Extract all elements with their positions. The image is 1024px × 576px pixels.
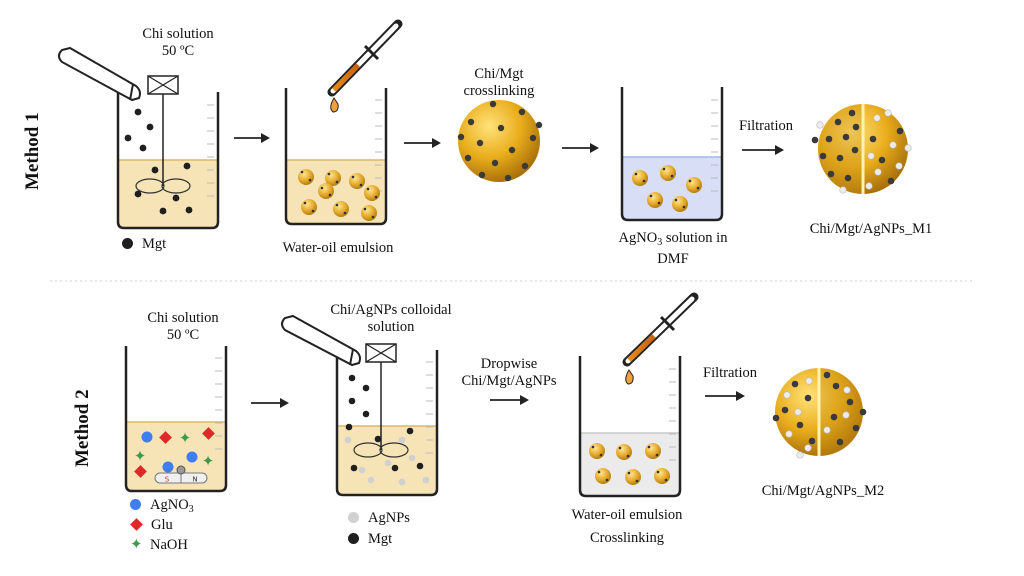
m2-arrow-2 <box>490 395 529 405</box>
method-1-title: Method 1 <box>22 112 43 190</box>
m1-chi-mgt-sphere <box>457 100 543 182</box>
legend-naoh: ✦NaOH <box>130 537 188 553</box>
m2-legend-particles: AgNPs Mgt <box>348 510 410 552</box>
m1-chi-solution-label: Chi solution 50 ºC <box>142 26 214 59</box>
m1-agno3-dmf-label: AgNO3 solution in DMF <box>618 230 728 267</box>
m1-emulsion-label: Water-oil emulsion <box>282 240 394 256</box>
m1-arrow-4 <box>742 145 784 155</box>
m1-pipette-icon <box>327 19 403 113</box>
m2-arrow-3 <box>705 391 745 401</box>
m1-beaker-chi-solution <box>116 92 220 230</box>
m1-emulsion-droplets <box>298 169 380 221</box>
m2-legend-reagents: AgNO3 Glu ✦NaOH <box>130 497 194 557</box>
m2-dropwise-label: Dropwise Chi/Mgt/AgNPs <box>461 356 557 389</box>
stir-bar-s-pole: S <box>165 476 170 484</box>
svg-text:✦: ✦ <box>134 447 147 465</box>
m1-magnetite-particles <box>124 108 193 215</box>
m1-arrow-1 <box>234 133 270 143</box>
m2-particles <box>344 374 430 486</box>
legend-glu: Glu <box>130 517 194 537</box>
m2-colloidal-label: Chi/AgNPs colloidal solution <box>330 302 452 335</box>
m2-pipette-icon <box>622 292 699 385</box>
m1-filtration-label: Filtration <box>739 118 793 134</box>
legend-agno3: AgNO3 <box>130 497 194 517</box>
m2-product-sphere <box>772 368 867 459</box>
legend-mgt: Mgt <box>348 531 410 552</box>
legend-agnps: AgNPs <box>348 510 410 531</box>
m2-product-label: Chi/Mgt/AgNPs_M2 <box>761 483 885 499</box>
m2-beaker-emulsion <box>578 356 682 498</box>
m1-product-sphere <box>811 104 912 194</box>
m1-crosslinking-label: Chi/Mgt crosslinking <box>463 66 535 99</box>
m1-test-tube-icon <box>58 46 141 102</box>
m2-reagents: ✦ ✦ ✦ <box>134 427 215 478</box>
m2-stirrer-motor <box>353 343 409 458</box>
m2-beaker-colloidal <box>335 350 439 497</box>
m2-arrow-1 <box>251 398 289 408</box>
stir-bar-n-pole: N <box>192 476 197 484</box>
m1-beaker-agno3-dmf <box>620 87 724 222</box>
m2-test-tube-icon <box>281 314 361 367</box>
m2-filtration-label: Filtration <box>703 365 757 381</box>
svg-text:✦: ✦ <box>179 429 192 447</box>
m1-arrow-2 <box>404 138 441 148</box>
m1-product-label: Chi/Mgt/AgNPs_M1 <box>809 221 933 237</box>
m1-arrow-3 <box>562 143 599 153</box>
magnetic-stir-bar-icon: S N <box>154 465 208 484</box>
svg-text:✦: ✦ <box>202 452 215 470</box>
method-2-title: Method 2 <box>72 389 93 467</box>
m1-legend-mgt: Mgt <box>122 236 166 253</box>
mgt-legend-dot <box>122 238 133 249</box>
m1-stirrer-motor <box>135 75 191 194</box>
m2-emulsion-crosslinking-label: Water-oil emulsion Crosslinking <box>571 507 683 546</box>
m2-chi-solution-label: Chi solution 50 ºC <box>147 310 219 343</box>
